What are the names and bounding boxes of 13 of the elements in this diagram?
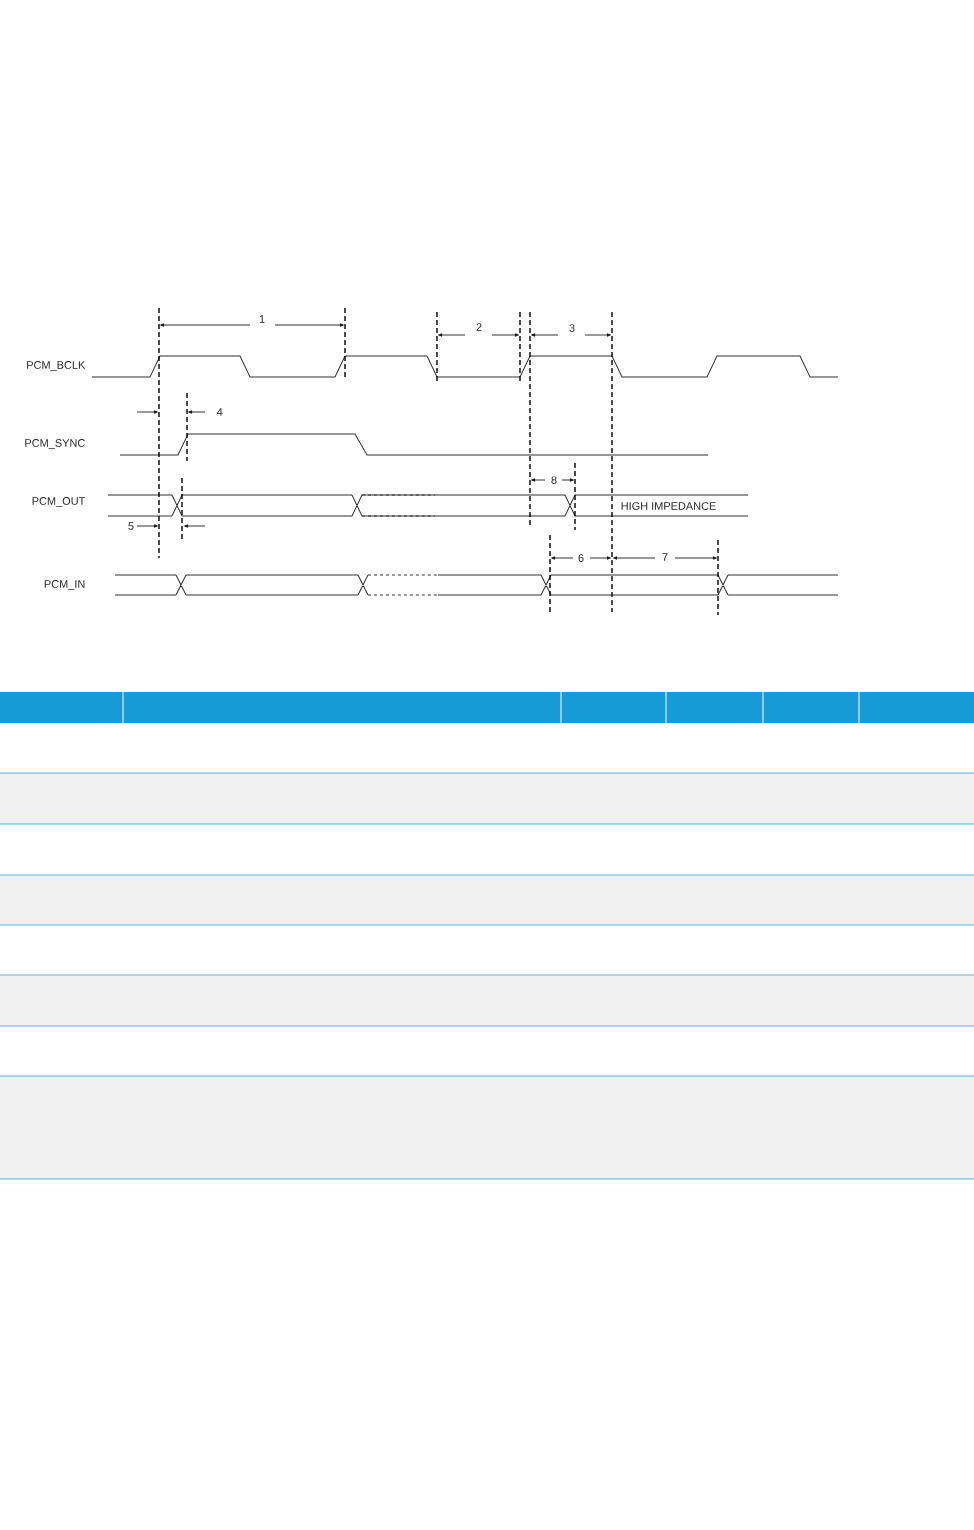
state-label: HIGH IMPEDANCE [621,502,716,510]
callout-number: 6 [576,552,586,564]
signal-name: PCM_IN [44,580,85,590]
callout-number: 8 [549,474,559,486]
callout-number: 4 [215,406,225,418]
signal-name: PCM_BCLK [27,361,86,371]
signal-name: PCM_OUT [32,497,86,507]
callout-number: 1 [257,313,267,325]
signal-name: PCM_SYNC [25,439,85,449]
callout-number: 5 [126,520,136,532]
callout-number: 2 [474,321,484,333]
callout-number: 3 [567,322,577,334]
callout-number: 7 [660,551,670,563]
